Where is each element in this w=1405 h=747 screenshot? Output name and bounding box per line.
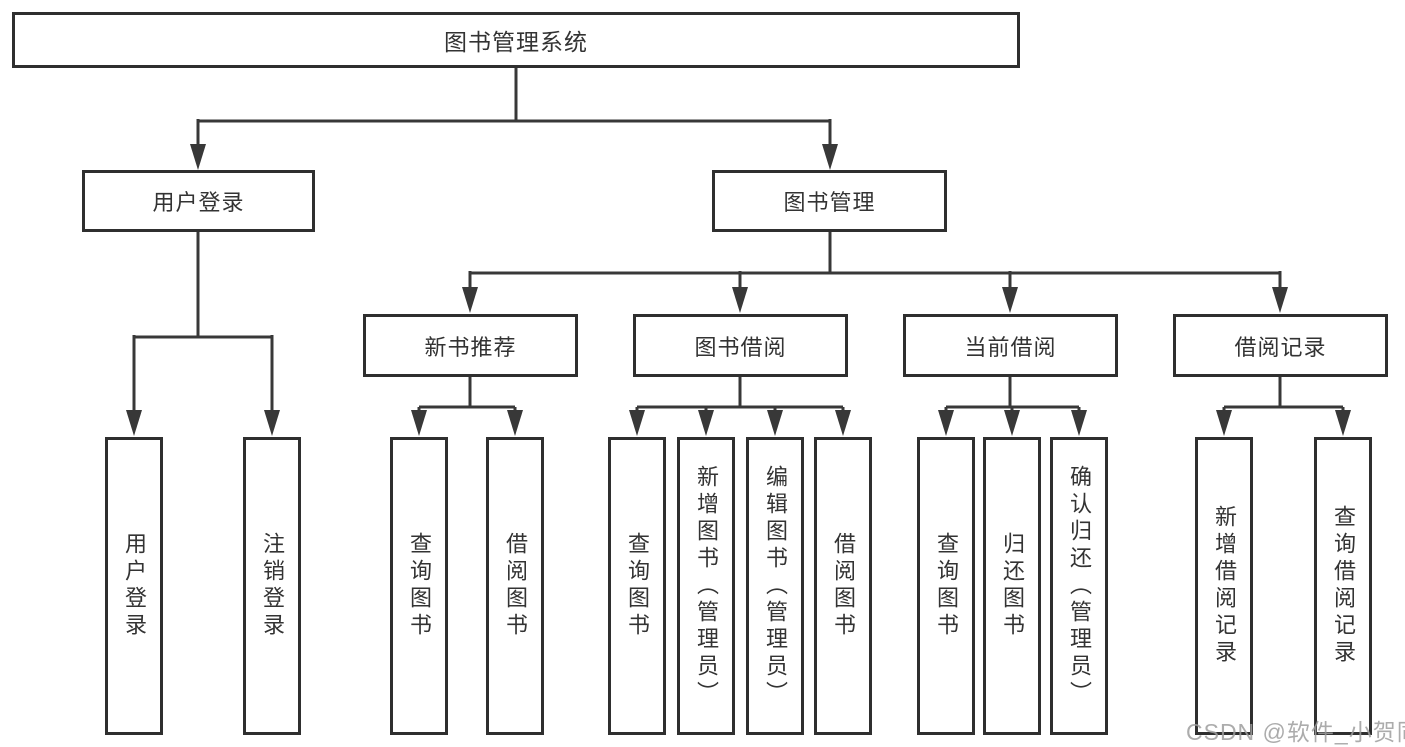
leaf-borrow-books-recommend: 借阅图书 <box>486 437 544 735</box>
node-label: 新书推荐 <box>424 334 517 360</box>
leaf-logout: 注销登录 <box>243 437 301 735</box>
leaf-label: 借阅图书 <box>831 532 856 640</box>
leaf-label: 编辑图书（管理员） <box>763 464 788 708</box>
leaf-query-borrow-record: 查询借阅记录 <box>1314 437 1372 735</box>
node-current-borrow: 当前借阅 <box>903 314 1118 377</box>
leaf-label: 查询图书 <box>934 532 959 640</box>
leaf-return-book: 归还图书 <box>983 437 1041 735</box>
leaf-edit-book-admin: 编辑图书（管理员） <box>746 437 804 735</box>
node-user-login: 用户登录 <box>82 170 315 232</box>
leaf-label: 用户登录 <box>122 532 147 640</box>
leaf-label: 查询借阅记录 <box>1331 505 1356 667</box>
leaf-query-books-borrow: 查询图书 <box>608 437 666 735</box>
leaf-label: 归还图书 <box>1000 532 1025 640</box>
leaf-label: 新增图书（管理员） <box>694 464 719 708</box>
node-label: 图书借阅 <box>694 334 787 360</box>
arrowhead-icons <box>126 144 1351 436</box>
leaf-label: 新增借阅记录 <box>1212 505 1237 667</box>
leaf-label: 注销登录 <box>260 532 285 640</box>
csdn-watermark: CSDN @软件_小贺同学 <box>1186 719 1405 745</box>
leaf-query-books-current: 查询图书 <box>917 437 975 735</box>
leaf-confirm-return-admin: 确认归还（管理员） <box>1050 437 1108 735</box>
leaf-add-borrow-record: 新增借阅记录 <box>1195 437 1253 735</box>
node-label: 当前借阅 <box>964 334 1057 360</box>
node-new-book-recommend: 新书推荐 <box>363 314 578 377</box>
leaf-user-login: 用户登录 <box>105 437 163 735</box>
leaf-label: 借阅图书 <box>503 532 528 640</box>
node-library-system: 图书管理系统 <box>12 12 1020 68</box>
leaf-label: 查询图书 <box>625 532 650 640</box>
node-book-management: 图书管理 <box>712 170 947 232</box>
node-label: 用户登录 <box>152 190 245 215</box>
node-book-borrow: 图书借阅 <box>633 314 848 377</box>
leaf-label: 查询图书 <box>407 532 432 640</box>
node-label: 借阅记录 <box>1234 334 1327 360</box>
leaf-add-book-admin: 新增图书（管理员） <box>677 437 735 735</box>
node-label: 图书管理系统 <box>444 29 588 55</box>
node-label: 图书管理 <box>783 190 876 215</box>
leaf-query-books-recommend: 查询图书 <box>390 437 448 735</box>
node-borrow-records: 借阅记录 <box>1173 314 1388 377</box>
leaf-label: 确认归还（管理员） <box>1067 464 1092 708</box>
leaf-borrow-books: 借阅图书 <box>814 437 872 735</box>
